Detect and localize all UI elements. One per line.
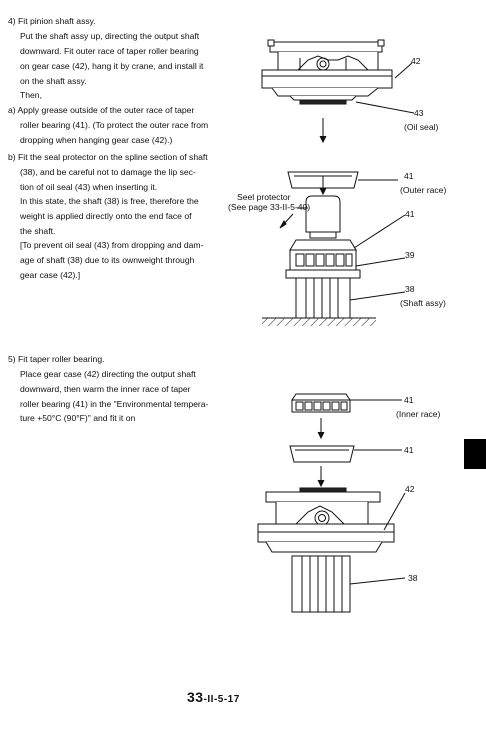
label-shaft-assy: (Shaft assy)	[400, 298, 446, 308]
label-41-outer-2: 41	[404, 445, 414, 455]
bearing-drawing	[285, 239, 361, 279]
shaft-2-drawing	[291, 555, 351, 613]
step-4-line: on gear case (42), hang it by crane, and…	[20, 61, 204, 71]
label-38-2: 38	[408, 573, 418, 583]
label-39: 39	[405, 250, 415, 260]
oil-seal-drawing	[299, 99, 347, 105]
ground-hatch	[262, 317, 376, 326]
step-4a-line: a) Apply grease outside of the outer rac…	[8, 105, 195, 115]
step-5-line: roller bearing (41) in the "Environmenta…	[20, 399, 209, 409]
step-4b-line: In this state, the shaft (38) is free, t…	[20, 196, 199, 206]
step-5-line: Place gear case (42) directing the outpu…	[20, 369, 196, 379]
step-4b-line: (38), and be careful not to damage the l…	[20, 167, 196, 177]
label-38: 38	[405, 284, 415, 294]
label-outer-race: (Outer race)	[400, 185, 447, 195]
section-tab-marker	[464, 439, 486, 469]
label-seal-protector-ref: (See page 33-II-5-40)	[228, 202, 311, 212]
page-number: 33-II-5-17	[187, 690, 240, 708]
step-4b-line: tion of oil seal (43) when inserting it.	[20, 182, 158, 192]
step-4a-line: roller bearing (41). (To protect the out…	[20, 120, 209, 130]
label-seal-protector: Seel protector	[237, 192, 291, 202]
step-4-line: Then,	[20, 90, 42, 100]
step-4a-line: dropping when hanging gear case (42).)	[20, 135, 173, 145]
gear-case-drawing	[261, 39, 393, 101]
step-5-line: ture +50°C (90°F)" and fit it on	[20, 413, 136, 423]
outer-race-2-drawing	[289, 445, 355, 463]
step-4b-line: b) Fit the seal protector on the spline …	[8, 152, 208, 162]
step-4b-line: gear case (42).]	[20, 270, 81, 280]
step-4b-line: weight is applied directly onto the end …	[20, 211, 192, 221]
page-number-rest: -II-5-17	[203, 694, 240, 705]
step-4-line: Put the shaft assy up, directing the out…	[20, 31, 200, 41]
label-41-inner: 41	[404, 395, 414, 405]
label-43: 43	[414, 108, 424, 118]
figure-pinion-shaft-assembly	[261, 39, 415, 326]
step-4-line: downward. Fit outer race of taper roller…	[20, 46, 199, 56]
step-4b-line: [To prevent oil seal (43) from dropping …	[20, 240, 204, 250]
gear-case-2-drawing	[257, 487, 395, 553]
label-42: 42	[411, 56, 421, 66]
step-4b-line: the shaft.	[20, 226, 56, 236]
seal-protector-drawing	[305, 195, 341, 239]
step-5-line: downward, then warm the inner race of ta…	[20, 384, 191, 394]
inner-race-drawing	[291, 393, 351, 413]
figure-taper-roller-bearing-fit	[257, 393, 406, 613]
label-41-bearing: 41	[405, 209, 415, 219]
label-oil-seal: (Oil seal)	[404, 122, 439, 132]
step-5-heading: 5) Fit taper roller bearing.	[8, 354, 105, 364]
step-4b-line: age of shaft (38) due to its ownweight t…	[20, 255, 195, 265]
label-inner-race: (Inner race)	[396, 409, 441, 419]
shaft-assy-drawing	[295, 277, 351, 319]
step-4-line: on the shaft assy.	[20, 76, 87, 86]
label-41-outer: 41	[404, 171, 414, 181]
step-4-heading: 4) Fit pinion shaft assy.	[8, 16, 96, 26]
page-number-main: 33	[187, 689, 204, 705]
label-42-2: 42	[405, 484, 415, 494]
